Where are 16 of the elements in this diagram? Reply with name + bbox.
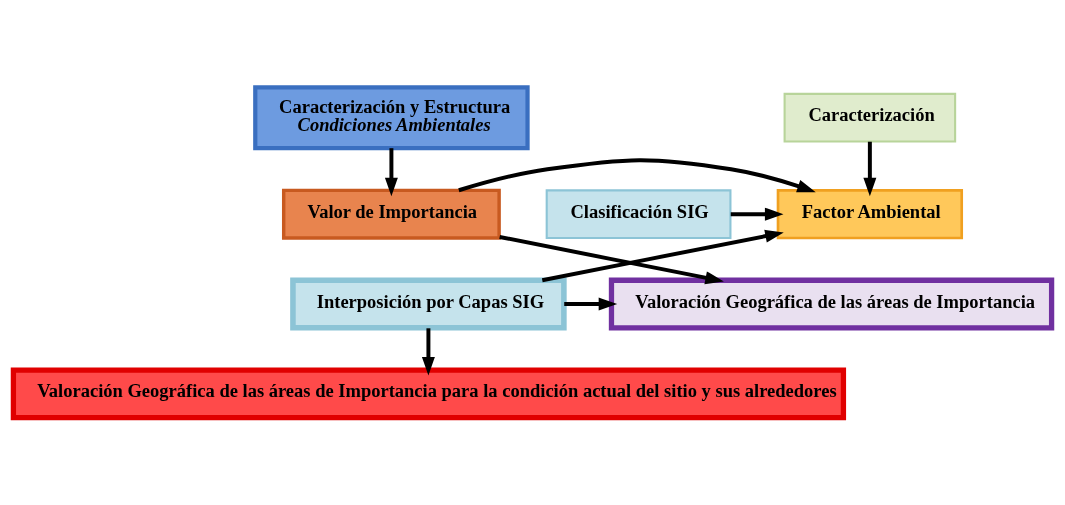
arrow (421, 328, 435, 376)
arrow (863, 141, 877, 197)
node-box: Valoración Geográfica de las áreas de Importancia (608, 277, 1055, 331)
node-box: Caracterización y Estructura Condiciones Ambientales (253, 85, 530, 151)
node-box: Valor de Importancia (281, 188, 501, 240)
node-box: Caracterización (783, 92, 957, 143)
arrow (458, 158, 816, 193)
node-box: Clasificación SIG (545, 189, 732, 239)
arrow (384, 148, 398, 197)
node-box: Valoración Geográfica de las áreas de Importancia para la condición actual del sitio y sus alrededores (10, 367, 847, 421)
arrow (730, 207, 784, 221)
arrow (541, 229, 784, 283)
node-box: Factor Ambiental (776, 189, 964, 240)
arrow (564, 297, 618, 311)
arrow (499, 235, 724, 285)
node-box: Interposición por Capas SIG (290, 277, 567, 331)
